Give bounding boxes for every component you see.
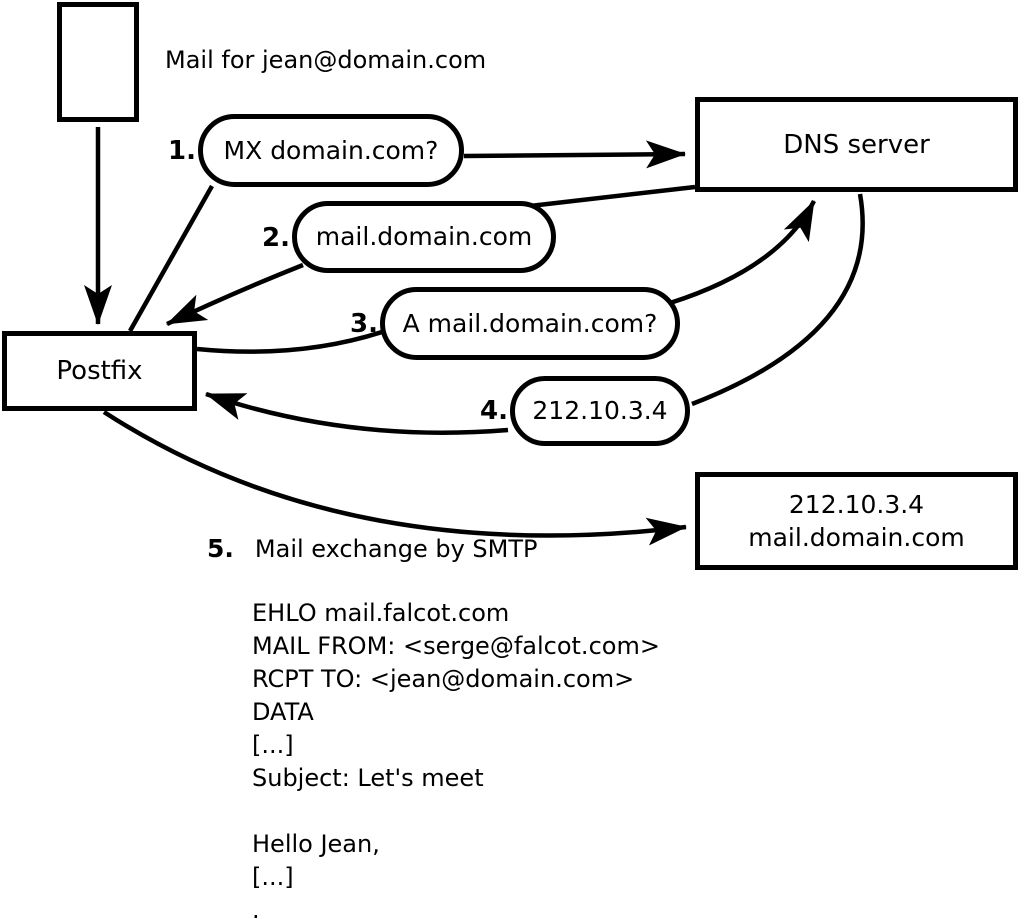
pill-query-a: A mail.domain.com? xyxy=(380,287,680,360)
line-postfix-to-query-mx xyxy=(128,184,214,333)
step-number-5: 5. xyxy=(207,534,234,563)
step-5-label: Mail exchange by SMTP xyxy=(254,535,538,563)
step-number-4: 4. xyxy=(480,396,508,426)
pill-response-a: 212.10.3.4 xyxy=(510,376,690,446)
line-dns-to-response-a xyxy=(691,193,865,407)
step-number-2: 2. xyxy=(262,223,290,253)
pill-query-mx: MX domain.com? xyxy=(198,114,464,187)
smtp-line: Subject: Let's meet xyxy=(252,764,484,792)
line-dns-to-response-mx xyxy=(529,184,696,209)
mail-message-icon xyxy=(57,2,139,122)
arrow-query-a-to-dns xyxy=(669,199,817,306)
smtp-session: EHLO mail.falcot.com MAIL FROM: <serge@f… xyxy=(252,597,660,919)
pill-response-mx: mail.domain.com xyxy=(292,201,556,273)
smtp-line: . xyxy=(252,896,260,919)
pill-response-a-label: 212.10.3.4 xyxy=(532,396,668,425)
step-number-1: 1. xyxy=(168,136,196,166)
smtp-line: [...] xyxy=(252,863,294,891)
pill-response-mx-label: mail.domain.com xyxy=(315,222,533,251)
mail-server-node: 212.10.3.4 mail.domain.com xyxy=(695,472,1018,570)
smtp-line xyxy=(252,795,660,828)
dns-server-node: DNS server xyxy=(695,97,1018,192)
mail-for-annotation: Mail for jean@domain.com xyxy=(165,46,487,74)
mail-server-ip: 212.10.3.4 xyxy=(788,490,925,519)
arrow-query-mx-to-dns xyxy=(463,140,686,169)
arrow-response-mx-to-postfix xyxy=(166,262,304,327)
step-5-row: 5. Mail exchange by SMTP xyxy=(207,534,538,563)
smtp-line: EHLO mail.falcot.com xyxy=(252,599,510,627)
line-postfix-to-query-a xyxy=(196,328,386,354)
arrow-smtp-to-mail-server xyxy=(102,410,687,546)
pill-query-a-label: A mail.domain.com? xyxy=(402,308,658,338)
dns-server-label: DNS server xyxy=(783,129,930,160)
postfix-label: Postfix xyxy=(56,356,143,386)
mail-server-hostname: mail.domain.com xyxy=(748,523,965,552)
arrow-response-a-to-postfix xyxy=(205,391,509,435)
smtp-line: Hello Jean, xyxy=(252,830,380,858)
step-number-3: 3. xyxy=(350,309,378,339)
postfix-node: Postfix xyxy=(2,331,197,411)
smtp-line: RCPT TO: <jean@domain.com> xyxy=(252,665,635,693)
smtp-line: DATA xyxy=(252,698,314,726)
smtp-line: [...] xyxy=(252,731,294,759)
pill-query-mx-label: MX domain.com? xyxy=(223,135,439,165)
smtp-line: MAIL FROM: <serge@falcot.com> xyxy=(252,632,660,660)
